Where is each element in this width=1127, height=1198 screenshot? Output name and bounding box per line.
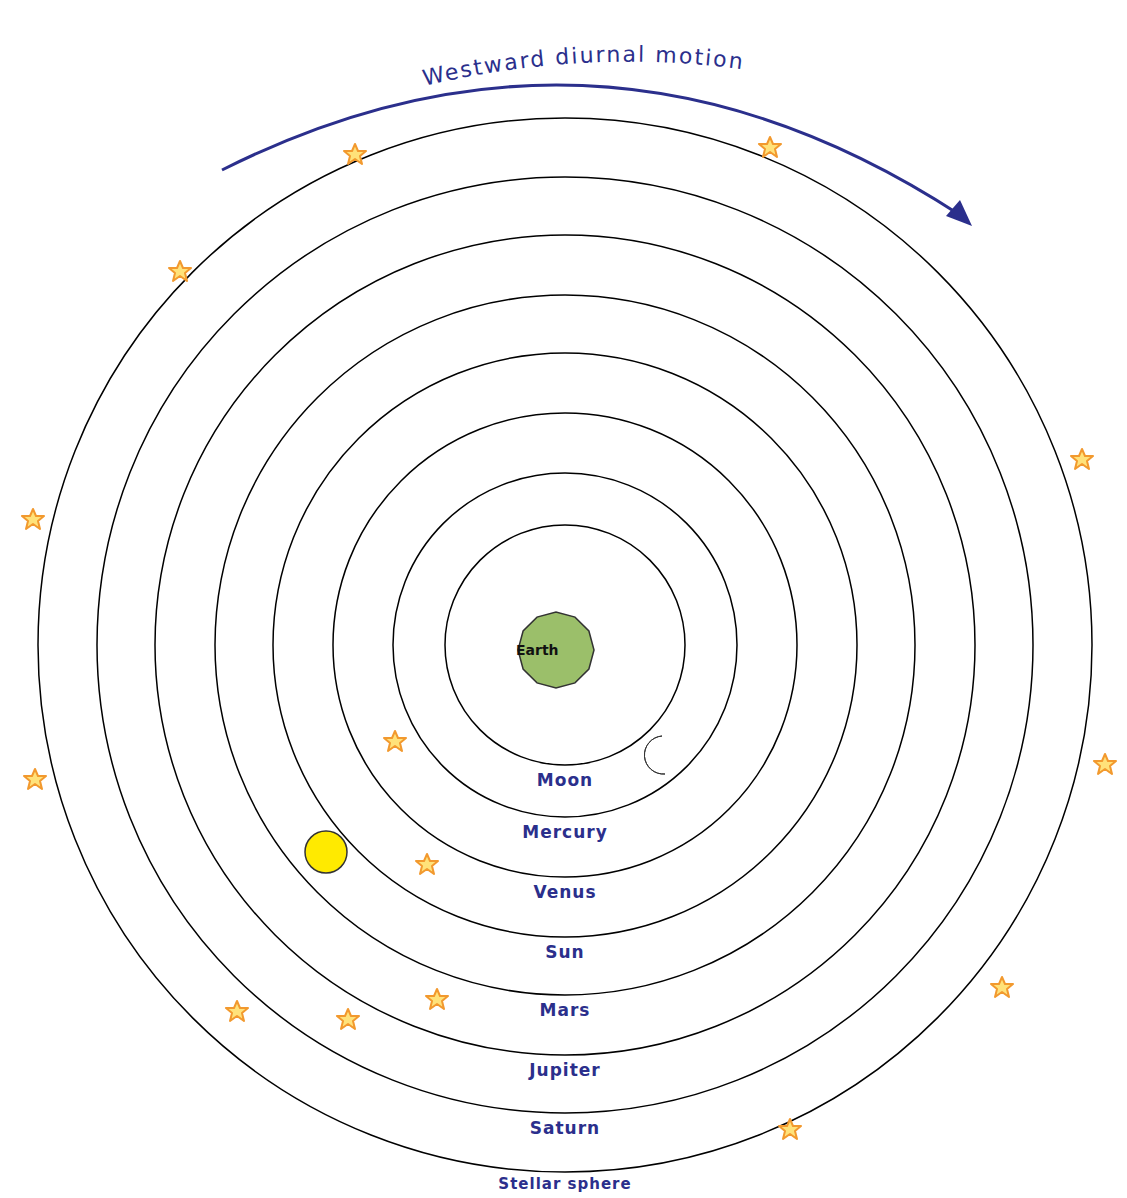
sphere-label: Stellar sphere: [498, 1175, 631, 1193]
stars: [22, 137, 1116, 1139]
sphere-label: Saturn: [530, 1118, 600, 1138]
motion-arrow: [222, 85, 960, 215]
arrow-head: [946, 200, 972, 226]
sphere-label: Moon: [537, 770, 593, 790]
sphere-rings: [38, 118, 1092, 1172]
sphere-label: Sun: [545, 942, 584, 962]
sun-symbol: [305, 831, 347, 873]
earth-circle: Earth: [516, 610, 596, 690]
sphere-label: Mercury: [522, 822, 607, 842]
sphere-label: Venus: [533, 882, 596, 902]
moon-symbol: [644, 736, 665, 774]
motion-title: Westward diurnal motion: [420, 42, 746, 91]
node-label: Earth: [516, 642, 559, 658]
sphere-label: Mars: [540, 1000, 591, 1020]
sphere-label: Jupiter: [529, 1060, 600, 1080]
